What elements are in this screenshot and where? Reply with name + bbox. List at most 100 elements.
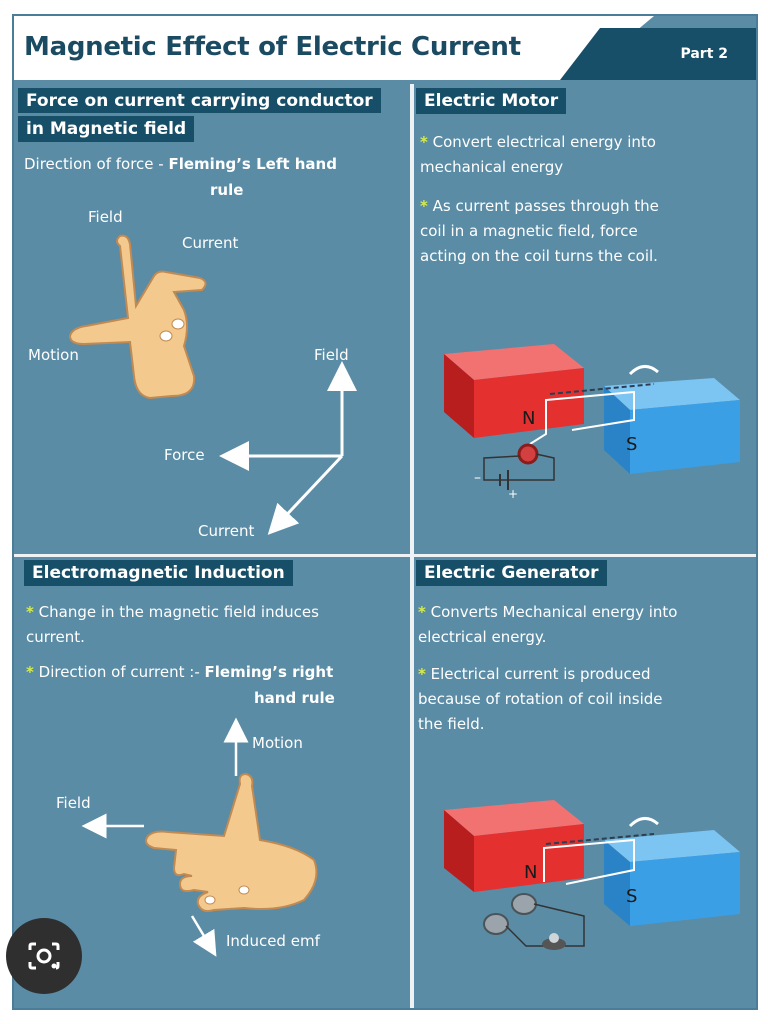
motor-section-heading: Electric Motor xyxy=(416,88,567,114)
induction-bullet-2-line2: hand rule xyxy=(254,686,335,711)
north-magnet-side xyxy=(444,810,474,892)
generator-section-heading: Electric Generator xyxy=(416,560,607,586)
title-background xyxy=(14,16,654,80)
bullet-icon: * xyxy=(26,663,34,681)
bullet-icon: * xyxy=(26,603,34,621)
commutator xyxy=(517,443,539,465)
induction-bullet-2: * Direction of current :- Fleming’s righ… xyxy=(26,660,410,685)
induction-bullet-1-line1: Change in the magnetic field induces xyxy=(38,603,319,621)
page-title: Magnetic Effect of Electric Current xyxy=(24,32,521,62)
motor-bullet-1: * Convert electrical energy into mechani… xyxy=(420,130,756,180)
part-label: Part 2 xyxy=(680,46,728,62)
induction-bullet-1: * Change in the magnetic field induces c… xyxy=(26,600,406,650)
rotation-arrow xyxy=(628,817,659,828)
generator-pole-s: S xyxy=(626,886,637,907)
svg-text:–: – xyxy=(474,470,481,486)
lens-search-icon xyxy=(28,942,60,970)
left-hand-shape xyxy=(68,234,207,400)
galvanometer-bulb xyxy=(549,933,559,943)
force-direction-rule-word: rule xyxy=(210,181,244,199)
bullet-icon: * xyxy=(420,133,428,151)
induction-bullet-2-prefix: Direction of current :- xyxy=(38,663,205,681)
bullet-icon: * xyxy=(418,603,426,621)
rotation-arrow xyxy=(628,365,659,376)
south-magnet-face xyxy=(630,852,740,926)
generator-bullet-1-line2: electrical energy. xyxy=(418,628,547,646)
bullet-icon: * xyxy=(420,197,428,215)
south-magnet-side xyxy=(604,840,630,926)
motor-pole-n: N xyxy=(522,408,535,429)
induction-bullet-1-line2: current. xyxy=(26,628,85,646)
force-direction-prefix: Direction of force - xyxy=(24,155,169,173)
bullet-icon: * xyxy=(418,665,426,683)
south-magnet-top xyxy=(604,830,740,862)
motor-bullet-2-line1: As current passes through the xyxy=(432,197,659,215)
north-magnet-face xyxy=(474,824,584,892)
motor-bullet-2-line3: acting on the coil turns the coil. xyxy=(420,247,658,265)
motor-bullet-2: * As current passes through the coil in … xyxy=(420,194,756,269)
force-direction-rule-line2: rule xyxy=(210,178,243,203)
hand-label-field: Field xyxy=(88,208,123,226)
infographic-poster: Magnetic Effect of Electric Current Part… xyxy=(12,14,758,1010)
generator-bullet-2: * Electrical current is produced because… xyxy=(418,662,756,737)
electric-motor-diagram: – + N S xyxy=(444,344,740,501)
right-hand-shape xyxy=(145,772,318,913)
north-magnet-top xyxy=(444,344,584,380)
right-hand-illustration xyxy=(81,717,318,957)
motor-bullet-1-line1: Convert electrical energy into xyxy=(432,133,656,151)
axis-label-field: Field xyxy=(314,346,349,364)
force-section-heading-line1: Force on current carrying conductor xyxy=(18,88,381,113)
generator-pole-n: N xyxy=(524,862,537,883)
current-arrow xyxy=(267,454,344,535)
force-section-heading-line2: in Magnetic field xyxy=(18,116,195,142)
left-hand-illustration xyxy=(68,234,207,400)
fingernail xyxy=(204,895,216,905)
hand-label-current: Current xyxy=(182,234,239,252)
motor-bullet-2-line2: coil in a magnetic field, force xyxy=(420,222,638,240)
motor-bullet-1-line2: mechanical energy xyxy=(420,158,564,176)
rotation-axis xyxy=(549,383,655,395)
generator-bullet-2-line1: Electrical current is produced xyxy=(430,665,651,683)
galvanometer xyxy=(542,938,566,950)
generator-circuit xyxy=(505,925,548,947)
horizontal-divider xyxy=(14,554,756,557)
coil-lead xyxy=(529,426,547,445)
induced-emf-arrow xyxy=(190,915,217,957)
svg-text:+: + xyxy=(508,487,518,501)
generator-bullet-2-line2: because of rotation of coil inside xyxy=(418,690,663,708)
north-magnet-side xyxy=(444,354,474,438)
generator-bullet-1-line1: Converts Mechanical energy into xyxy=(430,603,678,621)
motor-circuit xyxy=(483,453,555,481)
north-magnet-top xyxy=(444,800,584,836)
induction-bullet-2-rule: Fleming’s right xyxy=(204,663,334,681)
fingernail xyxy=(238,885,250,895)
motor-coil xyxy=(545,390,635,431)
rotation-axis xyxy=(545,833,655,845)
north-magnet-face xyxy=(474,368,584,438)
axis-label-force: Force xyxy=(164,446,205,464)
vertical-divider xyxy=(410,84,414,1008)
slip-ring xyxy=(483,913,509,935)
axis-label-current: Current xyxy=(198,522,255,540)
induction-bullet-2-rule-line2: hand rule xyxy=(254,689,335,707)
generator-bullet-1: * Converts Mechanical energy into electr… xyxy=(418,600,756,650)
slip-ring xyxy=(511,893,537,915)
south-magnet-side xyxy=(604,386,630,474)
south-magnet-face xyxy=(630,400,740,474)
fingernail xyxy=(171,318,185,330)
electric-generator-diagram: N S xyxy=(444,800,740,950)
force-direction-text: Direction of force - Fleming’s Left hand xyxy=(24,152,404,177)
title-bar: Magnetic Effect of Electric Current Part… xyxy=(14,16,756,80)
hand-label-motion: Motion xyxy=(252,734,303,752)
lens-search-button[interactable] xyxy=(6,918,82,994)
generator-bullet-2-line3: the field. xyxy=(418,715,485,733)
motor-pole-s: S xyxy=(626,434,637,455)
hand-label-motion: Motion xyxy=(28,346,79,364)
force-direction-rule: Fleming’s Left hand xyxy=(168,155,337,173)
hand-label-induced-emf: Induced emf xyxy=(226,932,320,950)
generator-circuit xyxy=(533,903,585,947)
force-axes-diagram xyxy=(219,361,357,535)
hand-label-field: Field xyxy=(56,794,91,812)
induction-section-heading: Electromagnetic Induction xyxy=(24,560,293,586)
fingernail xyxy=(159,330,173,342)
